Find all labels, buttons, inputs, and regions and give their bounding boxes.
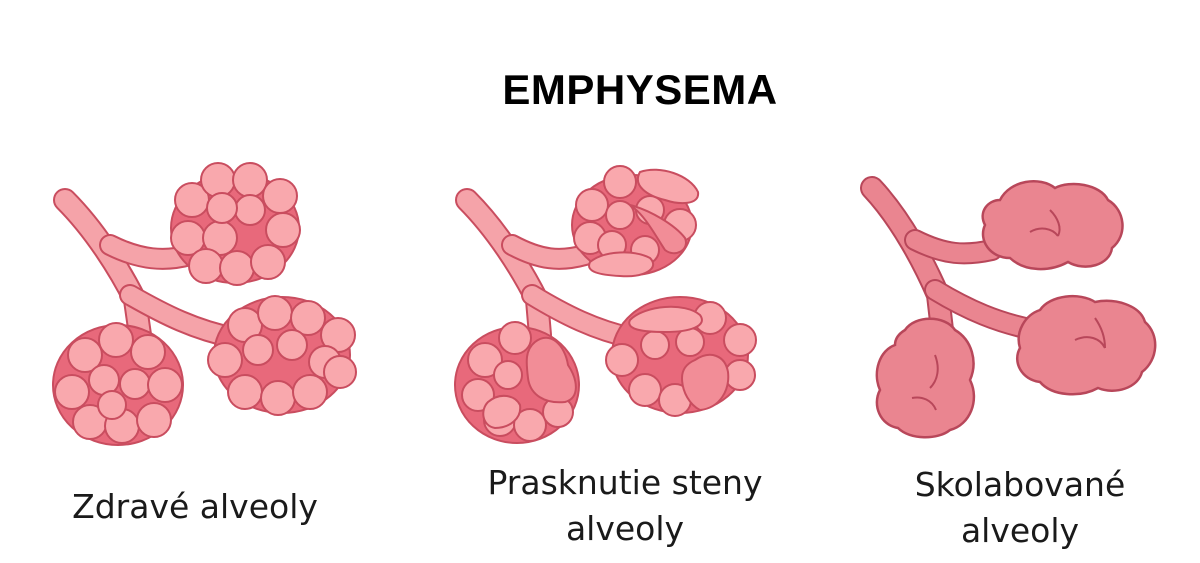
caption-healthy: Zdravé alveoly bbox=[30, 484, 360, 530]
alveolar-sac-lower-left bbox=[52, 322, 184, 446]
diagram-title: EMPHYSEMA bbox=[502, 66, 778, 113]
caption-ruptured-line-2: alveoly bbox=[565, 509, 685, 548]
collapsed-sac-upper bbox=[981, 180, 1124, 271]
collapsed-sac-lower-right bbox=[1015, 295, 1157, 396]
collapsed-sac-lower-left bbox=[875, 317, 976, 439]
ruptured-sac-lower-right bbox=[605, 296, 757, 417]
panel-healthy bbox=[52, 162, 357, 446]
caption-ruptured-line-1: Prasknutie steny bbox=[487, 463, 763, 502]
ruptured-sac-upper bbox=[571, 165, 700, 278]
caption-healthy-line-1: Zdravé alveoly bbox=[72, 487, 318, 526]
caption-ruptured: Prasknutie steny alveoly bbox=[445, 460, 805, 552]
bronchial-tree-ruptured bbox=[455, 188, 643, 349]
caption-collapsed-line-1: Skolabované bbox=[914, 465, 1126, 504]
caption-collapsed: Skolabované alveoly bbox=[860, 462, 1180, 554]
bronchial-tree-collapsed bbox=[860, 176, 1046, 342]
caption-collapsed-line-2: alveoly bbox=[960, 511, 1080, 550]
alveolar-sac-lower-right bbox=[207, 295, 357, 416]
panel-collapsed bbox=[860, 176, 1157, 439]
panel-ruptured bbox=[454, 165, 757, 444]
alveolar-sac-upper bbox=[170, 162, 301, 286]
ruptured-sac-lower-left bbox=[454, 321, 580, 444]
